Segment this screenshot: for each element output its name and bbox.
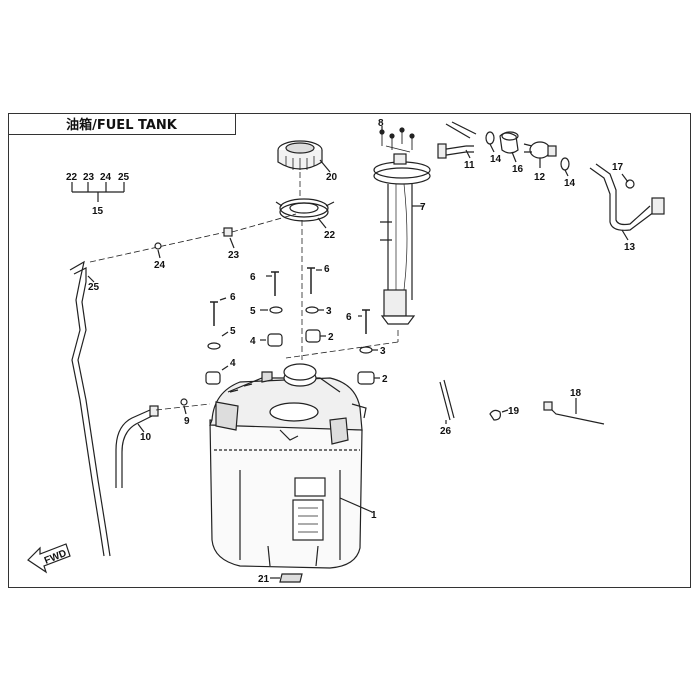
- pump-screws: [379, 127, 415, 153]
- washer-5a: [269, 306, 283, 314]
- callout-23a: 23: [83, 172, 95, 183]
- callout-12: 12: [534, 172, 546, 183]
- callout-6d: 6: [346, 312, 352, 323]
- callout-13: 13: [624, 242, 636, 253]
- callout-21: 21: [258, 574, 270, 585]
- callout-4a: 4: [250, 336, 256, 347]
- callout-17: 17: [612, 162, 624, 173]
- bolt-6a: [271, 271, 279, 296]
- callout-2a: 2: [328, 332, 334, 343]
- hose-13: [589, 163, 665, 231]
- filler-ring: [275, 198, 335, 222]
- callout-26: 26: [440, 426, 452, 437]
- callout-25a: 25: [118, 172, 130, 183]
- clamp-14a: [485, 131, 495, 145]
- grommet-4b: [205, 371, 221, 385]
- diagram-frame: [8, 113, 691, 588]
- callout-7: 7: [420, 202, 426, 213]
- callout-6c: 6: [230, 292, 236, 303]
- bolt-6d: [362, 309, 370, 334]
- callout-5a: 5: [250, 306, 256, 317]
- callout-24a: 24: [100, 172, 112, 183]
- callout-3a: 3: [326, 306, 332, 317]
- callout-10: 10: [140, 432, 152, 443]
- callout-5b: 5: [230, 326, 236, 337]
- grommet-2b: [357, 371, 375, 385]
- callout-14b: 14: [564, 178, 576, 189]
- callout-15: 15: [92, 206, 104, 217]
- hose-11: [437, 121, 477, 159]
- vent-hose-25: [69, 260, 111, 557]
- washer-3b: [359, 346, 373, 354]
- callout-14a: 14: [490, 154, 502, 165]
- bolt-6b: [307, 267, 315, 294]
- bolt-6c: [210, 301, 218, 326]
- callout-11: 11: [464, 160, 475, 171]
- strap-26: [439, 379, 455, 421]
- diagram-title: 油箱/FUEL TANK: [8, 113, 236, 135]
- callout-8: 8: [378, 118, 384, 129]
- callout-22b: 22: [324, 230, 336, 241]
- fwd-arrow: [27, 543, 71, 574]
- callout-6a: 6: [250, 272, 256, 283]
- fitting-9: [180, 398, 188, 406]
- clip-19: [489, 409, 501, 421]
- fuel-tank: [209, 363, 367, 569]
- callout-22a: 22: [66, 172, 78, 183]
- vent-group-15: [71, 182, 125, 202]
- fitting-24: [154, 242, 162, 250]
- callout-2b: 2: [382, 374, 388, 385]
- callout-25b: 25: [88, 282, 100, 293]
- callout-20: 20: [326, 172, 338, 183]
- callout-1: 1: [371, 510, 377, 521]
- callout-18: 18: [570, 388, 582, 399]
- fuel-filter-16: [499, 131, 519, 154]
- clamp-14b: [560, 157, 570, 171]
- callout-19: 19: [508, 406, 520, 417]
- callout-4b: 4: [230, 358, 236, 369]
- connector-12: [523, 141, 557, 159]
- callout-16: 16: [512, 164, 524, 175]
- cable-tie-18: [543, 401, 605, 425]
- callout-23b: 23: [228, 250, 240, 261]
- grommet-4a: [267, 333, 283, 347]
- grommet-2a: [305, 329, 321, 343]
- callout-6b: 6: [324, 264, 330, 275]
- callout-3b: 3: [380, 346, 386, 357]
- fuel-cap: [277, 140, 323, 170]
- fitting-23: [223, 227, 233, 237]
- fuel-pump-assembly: [373, 153, 431, 325]
- callout-9: 9: [184, 416, 190, 427]
- hose-10: [115, 405, 159, 488]
- washer-3a: [305, 306, 319, 314]
- callout-24b: 24: [154, 260, 166, 271]
- pad-21: [279, 573, 303, 583]
- washer-5b: [207, 342, 221, 350]
